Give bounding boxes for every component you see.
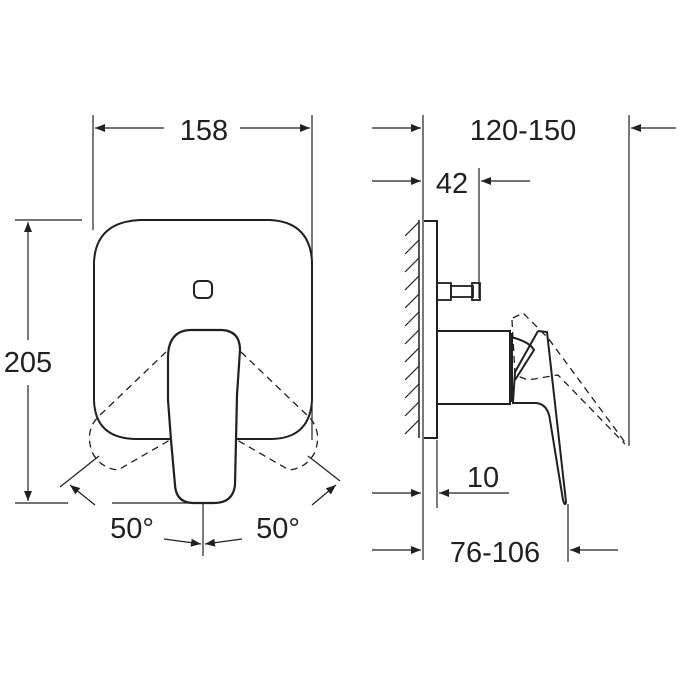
cartridge-sleeve bbox=[437, 330, 511, 405]
handle-depth-label: 76-106 bbox=[450, 537, 540, 569]
diverter-button bbox=[193, 280, 213, 299]
width-label: 158 bbox=[180, 115, 228, 147]
front-view: 158 205 50° bbox=[4, 115, 341, 556]
wall-hatching bbox=[404, 220, 420, 438]
rotated-lever-outline-right bbox=[236, 351, 319, 471]
angle-dimension-left: 50° bbox=[59, 455, 154, 545]
plate-thickness-dimension: 10 bbox=[372, 440, 509, 508]
plate-thickness-label: 10 bbox=[467, 462, 499, 494]
angle-right-label: 50° bbox=[256, 513, 300, 545]
lever-handle-side bbox=[510, 330, 568, 506]
center-axis bbox=[163, 503, 243, 556]
rotated-lever-outline-left bbox=[88, 351, 171, 471]
angle-left-label: 50° bbox=[110, 513, 154, 545]
handle-depth-dimension: 76-106 bbox=[372, 504, 618, 569]
overall-depth-dimension: 120-150 bbox=[372, 115, 676, 560]
angle-dimension-right: 50° bbox=[256, 455, 341, 545]
cover-plate bbox=[93, 219, 313, 440]
raised-lever-outline bbox=[511, 312, 628, 446]
width-dimension: 158 bbox=[92, 115, 313, 440]
height-dimension: 205 bbox=[4, 219, 198, 504]
cartridge-depth-label: 42 bbox=[436, 168, 468, 200]
lever-handle bbox=[166, 328, 242, 505]
height-label: 205 bbox=[4, 347, 52, 379]
side-view: 120-150 42 bbox=[372, 115, 676, 569]
overall-depth-label: 120-150 bbox=[470, 115, 576, 147]
valve-spindle bbox=[436, 282, 481, 301]
cartridge-depth-dimension: 42 bbox=[372, 168, 530, 298]
cover-plate-side bbox=[424, 220, 438, 439]
